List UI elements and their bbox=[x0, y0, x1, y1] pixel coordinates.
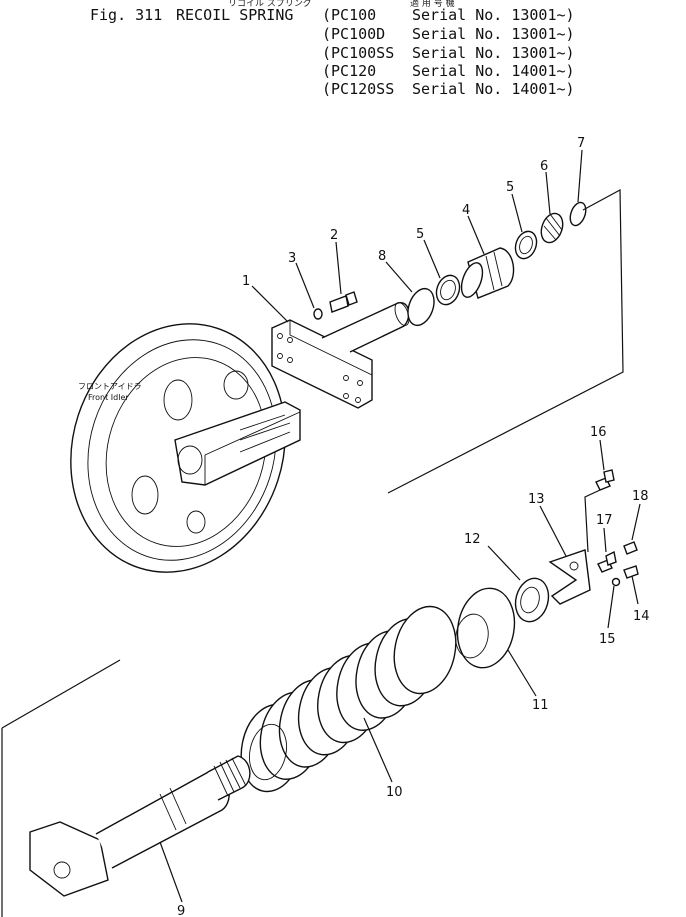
callout-14: 14 bbox=[633, 609, 650, 624]
part-10-recoil-spring bbox=[240, 605, 457, 793]
callout-10: 10 bbox=[386, 785, 403, 800]
applicability-japanese: 適 用 号 機 bbox=[410, 0, 455, 9]
callout-15: 15 bbox=[599, 632, 616, 647]
applicability-model: (PC100SS bbox=[322, 44, 395, 62]
callout-4: 4 bbox=[462, 203, 470, 218]
figure-number: Fig. 311 bbox=[90, 6, 163, 24]
part-5-bushing bbox=[435, 274, 461, 306]
part-16-bolt bbox=[595, 469, 615, 491]
part-12-nut bbox=[514, 577, 550, 623]
part-2-bolt bbox=[329, 291, 358, 313]
assembly-line bbox=[387, 189, 624, 494]
applicability-serial: Serial No. 14001~) bbox=[412, 80, 575, 98]
callout-7: 7 bbox=[577, 136, 585, 151]
part-14-bolt bbox=[623, 565, 639, 579]
applicability-serial: Serial No. 13001~) bbox=[412, 25, 575, 43]
callout-16: 16 bbox=[590, 425, 607, 440]
callout-5: 5 bbox=[416, 227, 424, 242]
applicability-serial: Serial No. 13001~) bbox=[412, 6, 575, 24]
applicability-model: (PC120 bbox=[322, 62, 377, 80]
callout-9: 9 bbox=[177, 904, 185, 917]
callout-6: 6 bbox=[540, 159, 548, 174]
part-8-ring bbox=[407, 287, 435, 327]
spring-coil bbox=[393, 605, 457, 695]
part-3-washer bbox=[313, 308, 323, 320]
front-idler-label-jp: フロントアイドラ bbox=[78, 382, 142, 391]
callout-18: 18 bbox=[632, 489, 649, 504]
callout-8: 8 bbox=[378, 249, 386, 264]
callout-5: 5 bbox=[506, 180, 514, 195]
spring-end-opening bbox=[249, 723, 287, 781]
applicability-serial: Serial No. 13001~) bbox=[412, 44, 575, 62]
part-1-cylinder bbox=[271, 302, 410, 409]
part-18-bolt bbox=[623, 541, 638, 555]
part-15-washer bbox=[611, 577, 621, 587]
callout-17: 17 bbox=[596, 513, 613, 528]
assembly-line bbox=[1, 659, 121, 729]
front-idler-label: Front Idler bbox=[88, 393, 129, 402]
part-11-spring-seat bbox=[455, 587, 516, 669]
callout-2: 2 bbox=[330, 228, 338, 243]
callouts: 1 2 3 4 5 5 6 7 8 9 10 11 12 bbox=[159, 136, 650, 917]
part-5-bushing bbox=[514, 230, 538, 260]
part-6-packing bbox=[540, 212, 564, 244]
callout-11: 11 bbox=[532, 698, 549, 713]
applicability-model: (PC100 bbox=[322, 6, 377, 24]
front-idler bbox=[70, 323, 301, 573]
title-japanese: リコイル スプリング bbox=[228, 0, 312, 9]
part-17-bolt bbox=[597, 550, 617, 573]
part-9-rod bbox=[29, 755, 251, 897]
part-4-piston bbox=[460, 247, 515, 299]
applicability-model: (PC120SS bbox=[322, 80, 395, 98]
figure-title: RECOIL SPRING bbox=[176, 6, 294, 24]
callout-13: 13 bbox=[528, 492, 545, 507]
callout-3: 3 bbox=[288, 251, 296, 266]
applicability-model: (PC100D bbox=[322, 25, 386, 43]
callout-1: 1 bbox=[242, 274, 250, 289]
part-7-ring bbox=[569, 201, 587, 227]
applicability-serial: Serial No. 14001~) bbox=[412, 62, 575, 80]
callout-12: 12 bbox=[464, 532, 481, 547]
assembly-line bbox=[584, 489, 601, 553]
part-13-lock-plate bbox=[548, 549, 591, 605]
